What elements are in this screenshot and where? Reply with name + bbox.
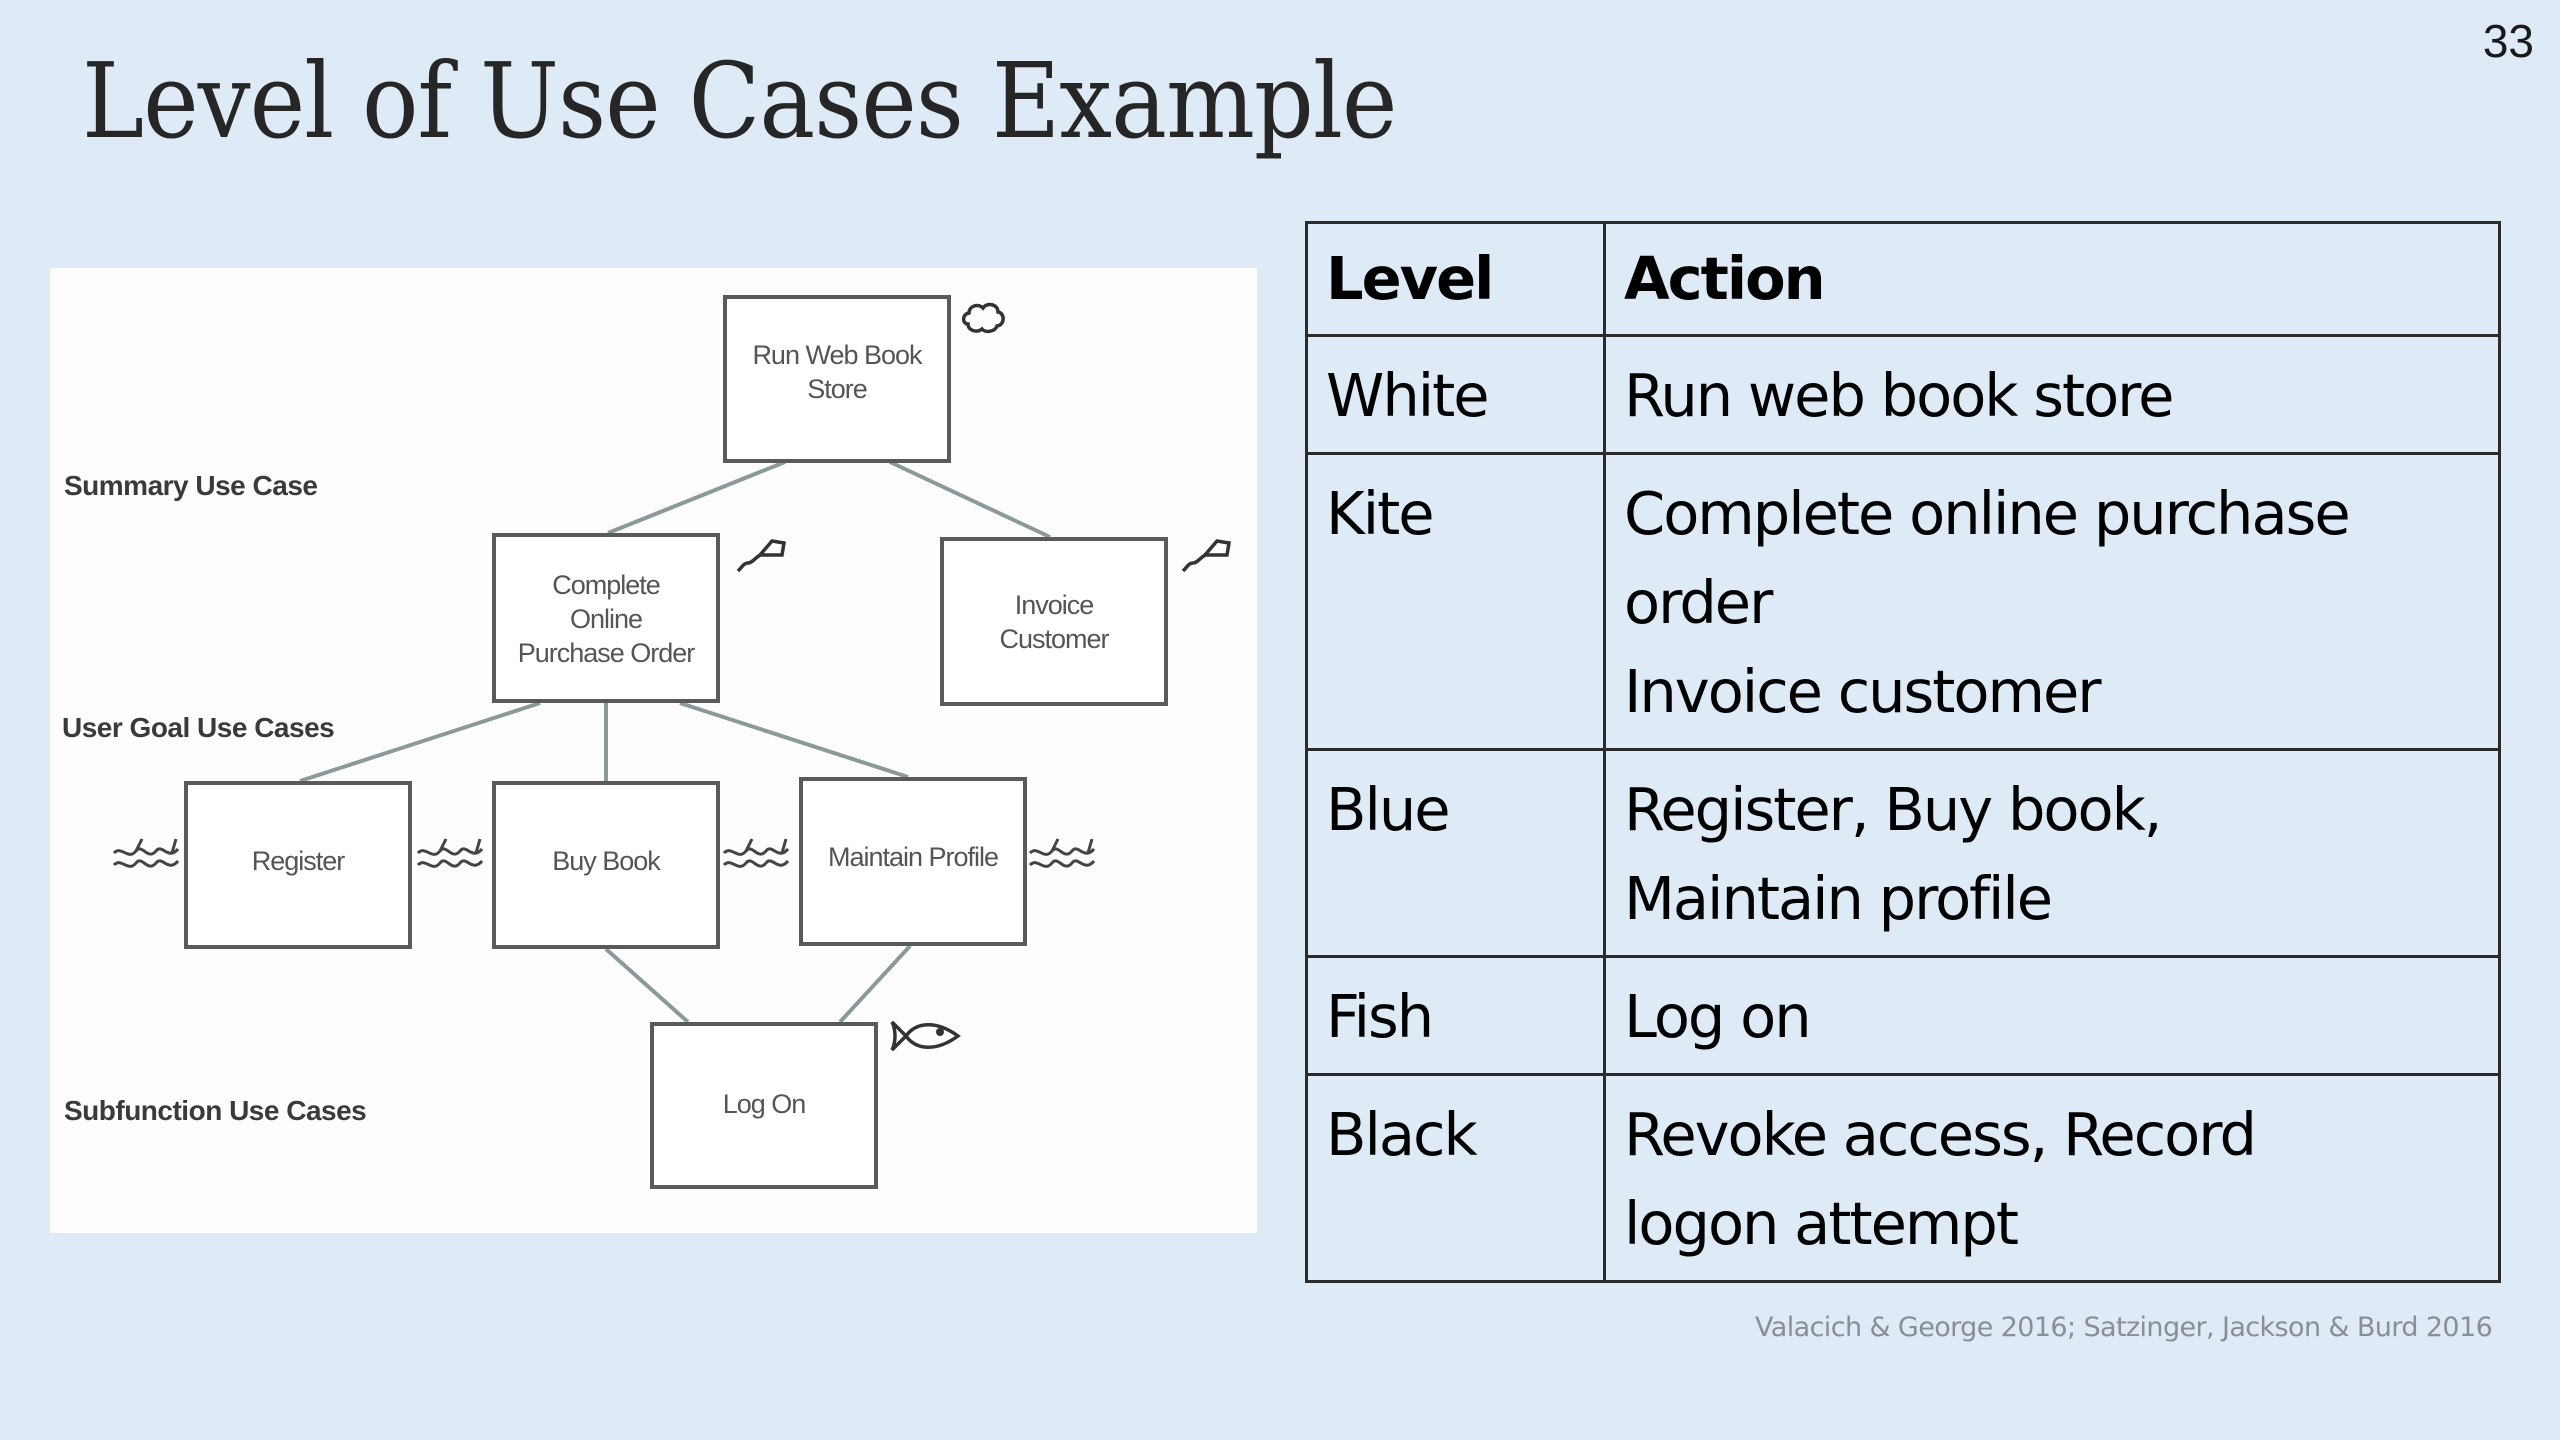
level-cell: Fish xyxy=(1305,955,1606,1076)
use-case-label: Run Web Book Store xyxy=(752,340,922,404)
action-text: Complete online purchase order xyxy=(1624,479,2351,637)
table-row: Black Revoke access, Record logon attemp… xyxy=(1305,1073,2501,1283)
waves-icon xyxy=(112,838,180,868)
use-case-label: Register xyxy=(251,846,346,876)
use-case-invoice-customer: Invoice Customer xyxy=(940,537,1168,706)
kite-icon xyxy=(1181,539,1232,573)
kite-icon xyxy=(736,539,787,573)
connector-line xyxy=(889,460,1051,539)
use-case-label: Invoice Customer xyxy=(999,590,1109,654)
column-header-action: Action xyxy=(1603,221,2501,337)
table-header-row: Level Action xyxy=(1305,221,2501,337)
use-case-label: Complete Online Purchase Order xyxy=(517,570,696,668)
action-text: Invoice customer xyxy=(1624,657,2102,726)
summary-level-label: Summary Use Case xyxy=(64,470,318,501)
waves-icon xyxy=(416,838,484,868)
page-number: 33 xyxy=(2482,15,2534,67)
subfunction-level-label: Subfunction Use Cases xyxy=(64,1095,367,1126)
action-cell: Revoke access, Record logon attempt xyxy=(1603,1073,2501,1283)
use-case-run-web-book-store: Run Web Book Store xyxy=(723,295,951,463)
connector-line xyxy=(679,701,909,779)
fish-icon xyxy=(890,1020,961,1052)
action-text: Revoke access, Record logon attempt xyxy=(1624,1100,2257,1258)
level-cell: Black xyxy=(1305,1073,1606,1283)
action-cell: Register, Buy book, Maintain profile xyxy=(1603,748,2501,958)
action-cell: Log on xyxy=(1603,955,2501,1076)
table-row: Blue Register, Buy book, Maintain profil… xyxy=(1305,748,2501,958)
use-case-register: Register xyxy=(184,781,412,949)
connector-line xyxy=(838,944,912,1024)
action-text: Run web book store xyxy=(1624,361,2174,430)
action-cell: Complete online purchase order Invoice c… xyxy=(1603,452,2501,751)
use-case-label: Log On xyxy=(722,1089,807,1119)
table-row: Fish Log on xyxy=(1305,955,2501,1076)
action-text: Register, Buy book, Maintain profile xyxy=(1624,775,2163,933)
use-case-levels-diagram: Summary Use Case User Goal Use Cases Sub… xyxy=(50,268,1257,1233)
action-text: Log on xyxy=(1624,982,1812,1051)
use-case-label: Buy Book xyxy=(552,846,661,876)
level-cell: White xyxy=(1305,334,1606,455)
use-case-label: Maintain Profile xyxy=(827,842,999,872)
user-goal-level-label: User Goal Use Cases xyxy=(62,712,335,743)
citation: Valacich & George 2016; Satzinger, Jacks… xyxy=(1755,1312,2493,1343)
use-case-log-on: Log On xyxy=(650,1022,878,1189)
cloud-icon xyxy=(961,302,1005,334)
column-header-level: Level xyxy=(1305,221,1606,337)
waves-icon xyxy=(1028,838,1096,868)
use-case-buy-book: Buy Book xyxy=(492,781,720,949)
connector-line xyxy=(299,701,541,783)
waves-icon xyxy=(722,838,790,868)
connector-line xyxy=(607,460,786,535)
connector-line xyxy=(604,947,690,1024)
level-cell: Kite xyxy=(1305,452,1606,751)
use-case-complete-online-purchase-order: Complete Online Purchase Order xyxy=(492,533,720,703)
connector-lines xyxy=(299,460,1051,1024)
use-case-maintain-profile: Maintain Profile xyxy=(799,777,1027,946)
table-row: Kite Complete online purchase order Invo… xyxy=(1305,452,2501,751)
use-case-levels-table: Level Action White Run web book store Ki… xyxy=(1305,221,2501,1283)
table-row: White Run web book store xyxy=(1305,334,2501,455)
level-cell: Blue xyxy=(1305,748,1606,958)
slide-title: Level of Use Cases Example xyxy=(82,40,1397,162)
action-cell: Run web book store xyxy=(1603,334,2501,455)
